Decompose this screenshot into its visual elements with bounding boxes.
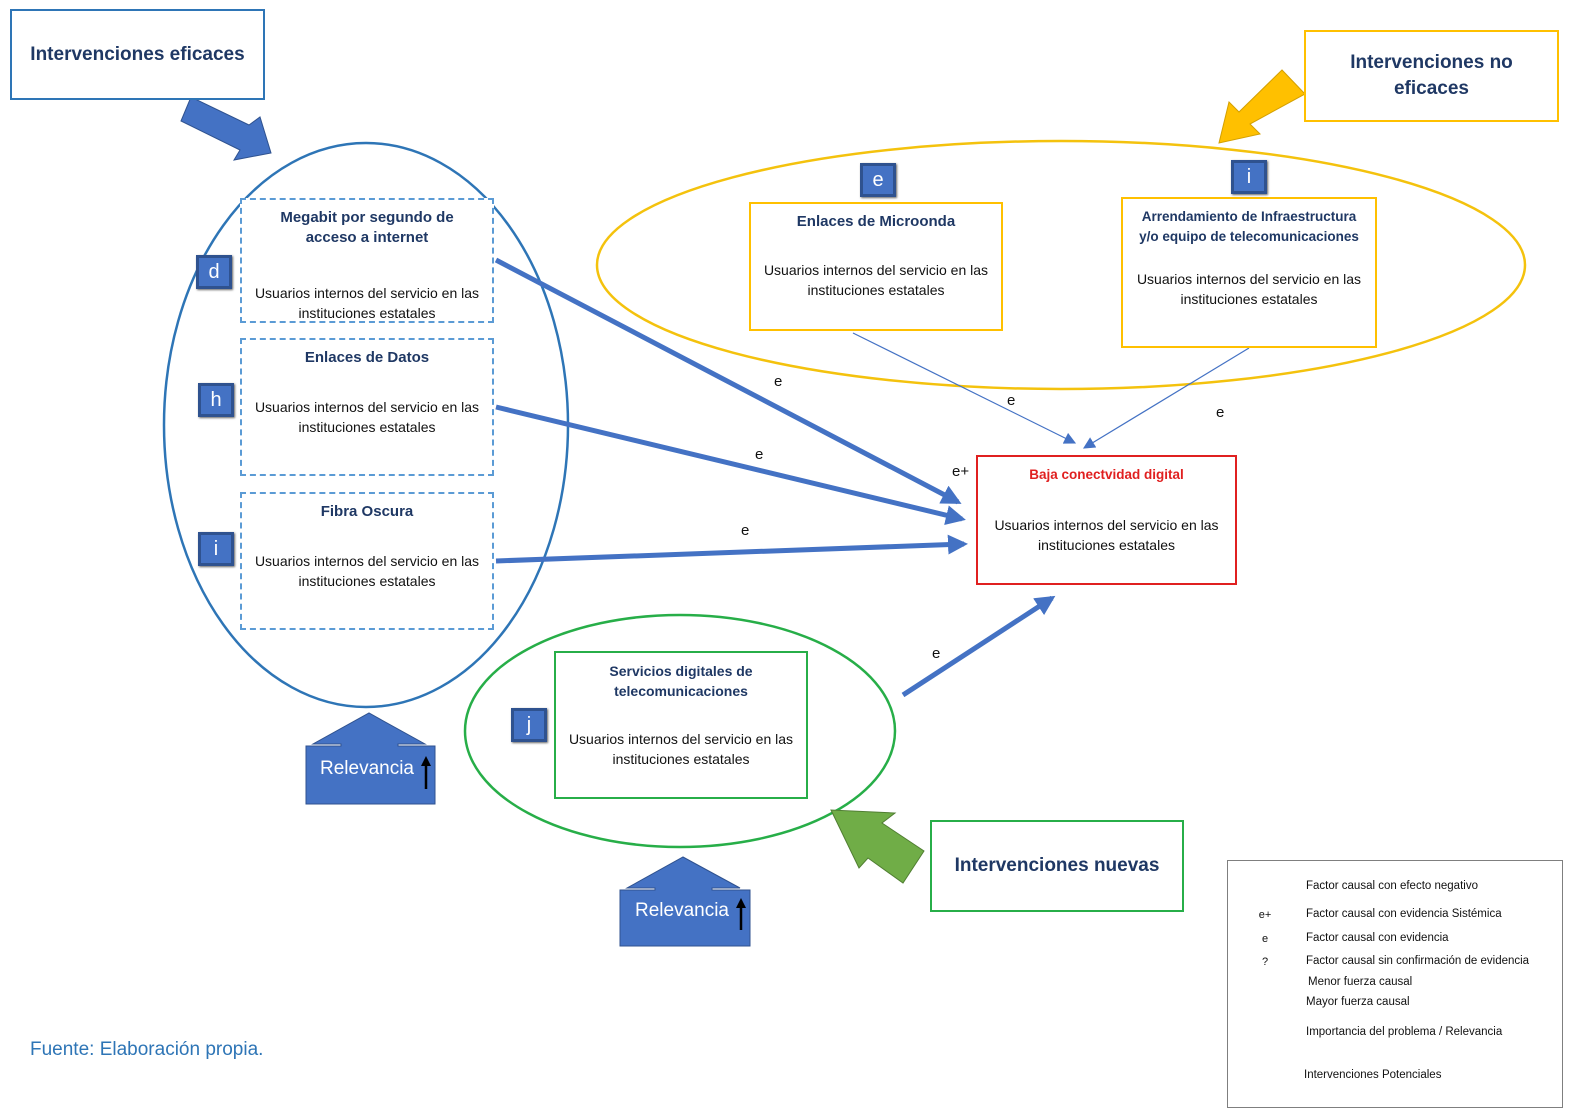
edge-fibra: [495, 534, 968, 564]
legend-item-relevancia: Importancia del problema / Relevancia: [1306, 1026, 1503, 1038]
no-eficaces-ellipse: [595, 139, 1527, 391]
legend-item-sistemica: Factor causal con evidencia Sistémica: [1306, 908, 1502, 920]
legend-item-mayor-fuerza: Mayor fuerza causal: [1306, 996, 1410, 1008]
badge-servicios: j: [511, 708, 547, 742]
category-eficaces: Intervenciones eficaces: [10, 9, 265, 100]
node-fibra-body: Usuarios internos del servicio en las in…: [254, 553, 480, 589]
legend-item-evidencia: Factor causal con evidencia: [1306, 932, 1449, 944]
nuevas-pointer-arrow: [830, 809, 925, 884]
relevancia-label-right: Relevancia: [635, 900, 729, 921]
edge-label-enlaces-datos: e: [755, 446, 764, 463]
node-servicios-title: Servicios digitales de telecomunicacione…: [609, 663, 753, 699]
relevancia-up-arrowhead-right: [736, 898, 746, 908]
node-microonda-body: Usuarios internos del servicio en las in…: [763, 262, 989, 298]
node-arrendamiento-title: Arrendamiento de Infraestructura y/o equ…: [1139, 209, 1359, 244]
legend-symbol-question: ?: [1261, 956, 1269, 968]
node-arrendamiento-body: Usuarios internos del servicio en las in…: [1136, 271, 1362, 307]
category-nuevas: Intervenciones nuevas: [930, 820, 1184, 912]
relevancia-up-arrowhead-left: [421, 756, 431, 766]
node-enlaces-datos-title: Enlaces de Datos: [304, 349, 430, 366]
edge-label-megabit: e: [774, 373, 783, 390]
nuevas-ellipse: [463, 613, 897, 849]
node-megabit-title: Megabit por segundo de acceso a internet: [280, 209, 454, 246]
node-servicios-body: Usuarios internos del servicio en las in…: [568, 731, 794, 767]
node-microonda[interactable]: Enlaces de Microonda Usuarios internos d…: [749, 202, 1003, 331]
edge-servicios: [901, 595, 1056, 698]
badge-fibra: i: [198, 532, 234, 566]
badge-enlaces-datos: h: [198, 383, 234, 417]
edge-label-microonda: e: [1007, 392, 1016, 409]
legend-item-negativo: Factor causal con efecto negativo: [1306, 880, 1478, 892]
node-fibra[interactable]: Fibra Oscura Usuarios internos del servi…: [240, 492, 494, 630]
relevancia-shape-left: [305, 712, 436, 805]
edge-arrendamiento: [1082, 347, 1250, 449]
node-target-body: Usuarios internos del servicio en las in…: [994, 517, 1219, 553]
node-enlaces-datos-body: Usuarios internos del servicio en las in…: [254, 399, 480, 435]
edge-label-fibra: e: [741, 522, 750, 539]
no-eficaces-pointer-arrow: [1218, 69, 1306, 144]
node-microonda-title: Enlaces de Microonda: [796, 213, 956, 230]
edge-microonda: [852, 332, 1077, 444]
badge-microonda: e: [860, 163, 896, 197]
edge-enlaces-datos: [495, 404, 966, 525]
source-note: Fuente: Elaboración propia.: [30, 1039, 264, 1060]
node-servicios[interactable]: Servicios digitales de telecomunicacione…: [554, 651, 808, 799]
edge-label-target-top: e+: [952, 463, 970, 480]
badge-arrendamiento: i: [1231, 160, 1267, 194]
eficaces-pointer-arrow: [180, 96, 272, 161]
node-target-title: Baja conectvidad digital: [1029, 467, 1184, 482]
legend-item-potenciales: Intervenciones Potenciales: [1304, 1069, 1442, 1081]
edge-label-servicios: e: [932, 645, 941, 662]
node-enlaces-datos[interactable]: Enlaces de Datos Usuarios internos del s…: [240, 338, 494, 476]
category-no-eficaces: Intervenciones no eficaces: [1304, 30, 1559, 122]
legend-item-menor-fuerza: Menor fuerza causal: [1308, 976, 1413, 988]
node-megabit[interactable]: Megabit por segundo de acceso a internet…: [240, 198, 494, 323]
edge-megabit: [494, 257, 962, 505]
node-arrendamiento[interactable]: Arrendamiento de Infraestructura y/o equ…: [1121, 197, 1377, 348]
node-target[interactable]: Baja conectvidad digital Usuarios intern…: [976, 455, 1237, 585]
node-megabit-body: Usuarios internos del servicio en las in…: [254, 285, 480, 321]
legend-item-sin-confirmacion: Factor causal sin confirmación de eviden…: [1306, 955, 1530, 967]
edge-label-arrendamiento: e: [1216, 404, 1225, 421]
legend-symbol-e-plus: e+: [1258, 909, 1272, 921]
legend-symbol-e: e: [1261, 933, 1269, 945]
legend: Factor causal con efecto negativo e+ Fac…: [1227, 860, 1563, 1108]
relevancia-label-left: Relevancia: [320, 758, 414, 779]
badge-megabit: d: [196, 255, 232, 289]
legend-relevancia-symbol-label: Relevancia: [1246, 1035, 1271, 1041]
relevancia-shape-right: [619, 856, 751, 947]
node-fibra-title: Fibra Oscura: [320, 503, 414, 520]
